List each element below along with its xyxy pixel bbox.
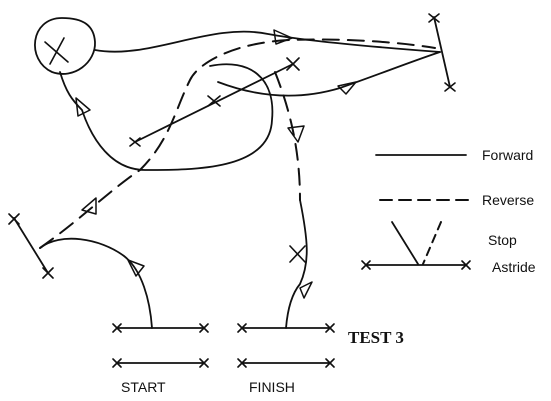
legend-stop-label: Stop bbox=[488, 232, 517, 248]
legend-forward-label: Forward bbox=[482, 147, 533, 163]
legend: Forward Reverse Stop Astride bbox=[361, 147, 536, 275]
forward-paths bbox=[34, 17, 441, 329]
legend-reverse-label: Reverse bbox=[482, 192, 534, 208]
test-title: TEST 3 bbox=[348, 328, 404, 347]
reverse-paths bbox=[39, 38, 436, 249]
start-label: START bbox=[121, 379, 166, 395]
center-marker bbox=[44, 37, 69, 65]
start-lines bbox=[112, 323, 209, 368]
finish-area-marker bbox=[289, 245, 306, 263]
legend-astride-label: Astride bbox=[492, 259, 536, 275]
center-diagonal bbox=[134, 63, 294, 143]
finish-label: FINISH bbox=[249, 379, 295, 395]
direction-arrows bbox=[75, 29, 357, 299]
finish-lines bbox=[237, 323, 335, 368]
stop-markers bbox=[8, 13, 456, 279]
